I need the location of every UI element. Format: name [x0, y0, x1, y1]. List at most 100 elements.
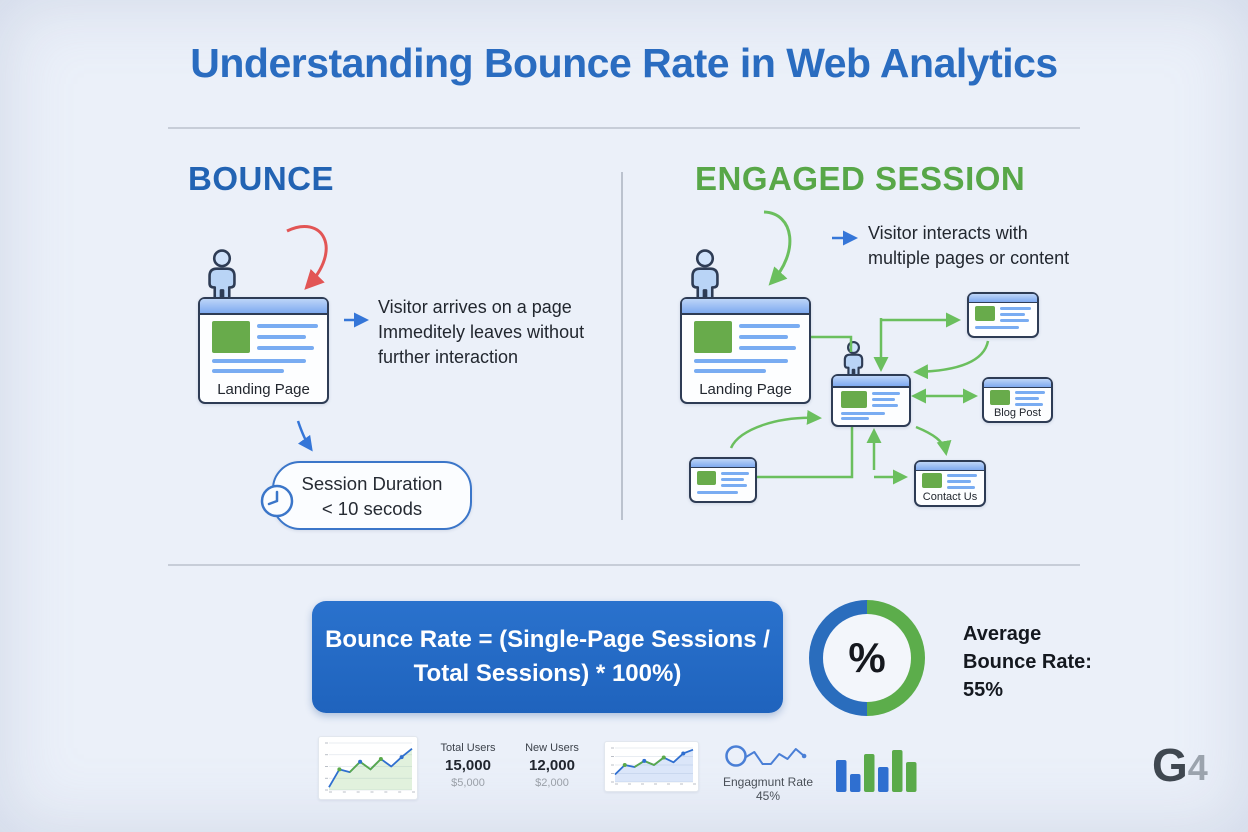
clock-icon [260, 484, 294, 518]
mini-line-chart-2 [604, 741, 699, 792]
window-label: Contact Us [922, 491, 978, 503]
bounce-description: Visitor arrives on a page Immeditely lea… [378, 295, 584, 370]
window-label: Landing Page [217, 381, 310, 398]
desc-line: Immeditely leaves without [378, 322, 585, 342]
text-line [1015, 397, 1039, 400]
page-thumbnail [694, 321, 732, 353]
window-title-bar [969, 294, 1037, 303]
engaged-hub-window [831, 374, 911, 427]
bounce-rate-donut-chart: % [809, 600, 925, 716]
text-line [212, 359, 306, 363]
desc-line: Visitor arrives on a page [378, 297, 572, 317]
text-line [1015, 391, 1045, 394]
bounce-rate-formula: Bounce Rate = (Single-Page Sessions / To… [312, 601, 783, 713]
text-line [721, 484, 747, 487]
text-line [212, 369, 284, 373]
engaged-page-window [689, 457, 757, 503]
new-users-stat: New Users 12,000 $2,000 [512, 742, 592, 789]
line-chart-svg [325, 742, 415, 793]
window-title-bar [916, 462, 984, 471]
window-title-bar [833, 376, 909, 388]
text-line [947, 480, 971, 483]
page-thumbnail [922, 473, 942, 488]
text-line [947, 486, 975, 489]
stat-sub: $2,000 [535, 777, 569, 789]
engaged-description: Visitor interacts with multiple pages or… [868, 221, 1069, 271]
engagement-rate-label: Engagmunt Rate 45% [722, 775, 814, 803]
text-line [694, 369, 766, 373]
window-title-bar [200, 299, 327, 315]
stat-label: Total Users [440, 742, 496, 754]
window-title-bar [691, 459, 755, 468]
text-line [694, 359, 788, 363]
bottom-divider [168, 564, 1080, 566]
logo-4: 4 [1187, 747, 1208, 788]
stat-value: 12,000 [529, 757, 575, 774]
text-line [841, 417, 869, 420]
page-thumbnail [975, 306, 995, 321]
bounce-heading: BOUNCE [188, 160, 335, 197]
percent-symbol: % [823, 614, 911, 702]
mini-line-chart-1 [318, 736, 418, 800]
text-line [739, 346, 796, 350]
page-thumbnail [841, 391, 867, 408]
total-users-stat: Total Users 15,000 $5,000 [424, 742, 512, 789]
window-label: Landing Page [699, 381, 792, 398]
page-thumbnail [697, 471, 716, 485]
visitor-icon [208, 249, 236, 304]
page-title: Understanding Bounce Rate in Web Analyti… [190, 40, 1058, 86]
text-line [1000, 313, 1025, 316]
stat-sub: $5,000 [451, 777, 485, 789]
text-line [257, 335, 306, 339]
bounce-landing-window: Landing Page [198, 297, 329, 404]
bottom-page-hub-link [757, 426, 854, 479]
text-line [872, 392, 900, 395]
text-line [1000, 307, 1031, 310]
window-title-bar [984, 379, 1051, 388]
text-line [1015, 403, 1043, 406]
bottom-page-to-hub-arrow [729, 409, 822, 449]
text-line [739, 324, 800, 328]
bounce-down-arrow [296, 420, 313, 452]
g4-logo: G 4 [1152, 739, 1208, 791]
desc-line: multiple pages or content [868, 248, 1070, 268]
average-bounce-rate: Average Bounce Rate: 55% [963, 620, 1092, 704]
mini-bar-chart [836, 750, 917, 792]
pill-line: Session Duration [301, 472, 443, 494]
engaged-heading: ENGAGED SESSION [695, 160, 1026, 197]
desc-line: Visitor interacts with [868, 223, 1028, 243]
avg-line: 55% [963, 679, 1004, 701]
text-line [947, 474, 977, 477]
text-line [697, 491, 738, 494]
text-line [721, 472, 749, 475]
hub-to-contact-arrow [915, 425, 952, 456]
session-duration-pill: Session Duration < 10 secods [272, 461, 472, 530]
text-line [739, 335, 788, 339]
avg-line: Bounce Rate: [963, 651, 1092, 673]
text-line [721, 478, 744, 481]
formula-line: Total Sessions) * 100%) [413, 660, 682, 687]
text-line [841, 412, 885, 415]
text-line [257, 324, 318, 328]
window-title-bar [682, 299, 809, 315]
engaged-green-arrow [763, 210, 792, 286]
text-line [975, 326, 1019, 329]
section-divider [621, 172, 623, 520]
page-thumbnail [990, 390, 1010, 405]
top-page-to-hub-arrow [913, 340, 990, 380]
stat-value: 15,000 [445, 757, 491, 774]
engagement-sparkline [725, 745, 807, 767]
top-divider [168, 127, 1080, 129]
page-thumbnail [212, 321, 250, 353]
contact-us-window: Contact Us [914, 460, 986, 507]
logo-g: G [1152, 739, 1188, 791]
text-line [1000, 319, 1029, 322]
window-label: Blog Post [993, 407, 1042, 419]
text-line [257, 346, 314, 350]
engaged-page-window [967, 292, 1039, 338]
text-line [872, 398, 895, 401]
avg-line: Average [963, 623, 1042, 645]
text-line [872, 404, 898, 407]
line-chart-svg [611, 747, 696, 785]
